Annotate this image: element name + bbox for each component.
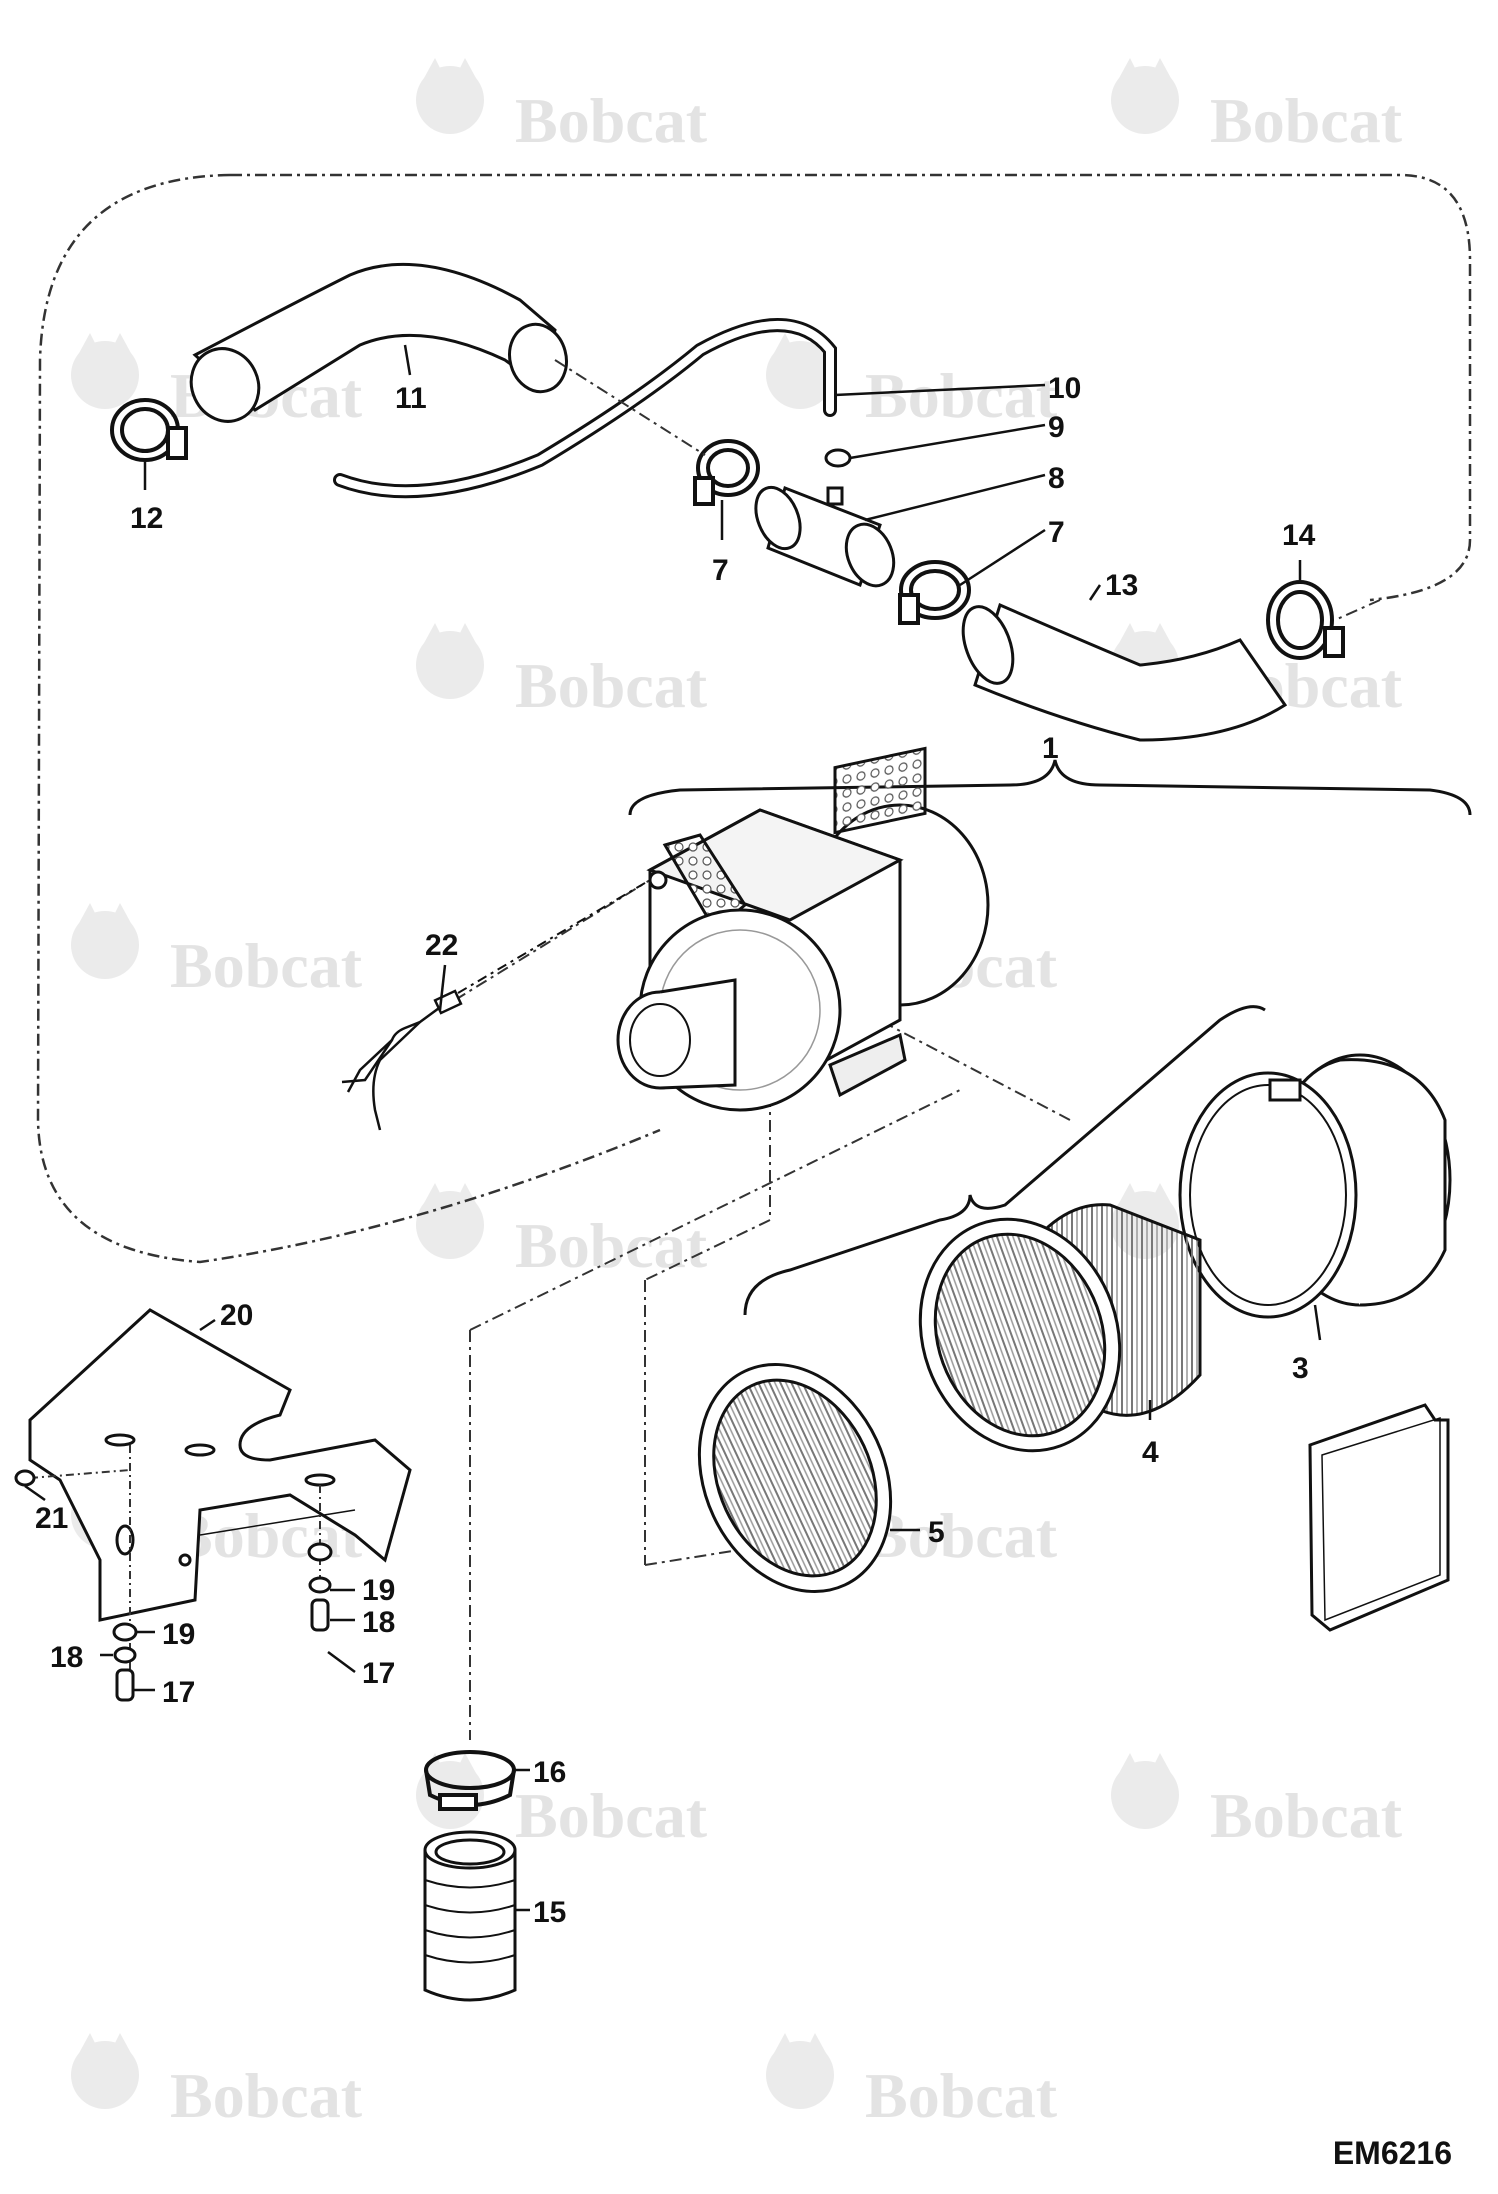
watermark-text: Bobcat — [515, 1210, 708, 1281]
callout-18-right: 18 — [362, 1606, 395, 1639]
callout-14: 14 — [1282, 519, 1316, 552]
assembly-boundary-line — [36, 173, 1472, 1264]
callout-5: 5 — [928, 1516, 945, 1549]
watermark-text: Bobcat — [515, 650, 708, 721]
drawing-code: EM6216 — [1332, 2135, 1452, 2171]
callout-16: 16 — [533, 1756, 566, 1789]
callout-20: 20 — [220, 1299, 253, 1332]
washer-part-19-right — [307, 1542, 333, 1562]
callout-13: 13 — [1105, 569, 1138, 602]
lower-hose-part-13 — [961, 602, 1288, 742]
hose-clamp-part-7-lower — [898, 560, 971, 625]
upper-hose-part-11 — [189, 262, 568, 423]
callout-labels: 1 3 4 5 7 7 8 9 10 11 12 13 14 15 16 17 … — [35, 372, 1316, 1929]
callout-18-left: 18 — [50, 1641, 83, 1674]
assembly-bracket-part-1 — [628, 759, 1472, 816]
washer-part-18-right — [308, 1576, 332, 1594]
bolt-part-17-left — [115, 1668, 135, 1702]
primary-filter-part-4 — [918, 1203, 1202, 1453]
cover-part-3 — [1178, 1053, 1452, 1319]
callout-4: 4 — [1142, 1436, 1159, 1469]
hose-clamp-part-12 — [110, 398, 188, 462]
mounting-bracket-part-20 — [28, 1308, 412, 1622]
callout-19-left: 19 — [162, 1618, 195, 1651]
hardware-fasteners — [14, 1469, 333, 1702]
hose-clamp-part-16 — [424, 1750, 516, 1811]
washer-part-19-left — [112, 1622, 138, 1642]
callout-11: 11 — [395, 382, 427, 415]
safety-filter-part-5 — [697, 1362, 893, 1594]
watermark-text: Bobcat — [865, 360, 1058, 431]
callout-10: 10 — [1048, 372, 1081, 405]
o-ring-part-9 — [824, 448, 852, 468]
watermark-text: Bobcat — [170, 2060, 363, 2131]
callout-17-left: 17 — [162, 1676, 195, 1709]
callout-9: 9 — [1048, 411, 1065, 444]
callout-7-upper: 7 — [712, 554, 729, 587]
sensor-part-22 — [341, 879, 651, 1131]
callout-12: 12 — [130, 502, 163, 535]
callout-8: 8 — [1048, 462, 1065, 495]
cover-plate — [1308, 1403, 1450, 1632]
callout-7-lower: 7 — [1048, 516, 1065, 549]
callout-15: 15 — [533, 1896, 566, 1929]
watermark-text: Bobcat — [170, 930, 363, 1001]
callout-17-right: 17 — [362, 1657, 395, 1690]
watermark-text: Bobcat — [515, 1780, 708, 1851]
watermark-text: Bobcat — [1210, 1780, 1403, 1851]
hose-clamp-part-14 — [1266, 580, 1345, 660]
washer-part-18-left — [113, 1646, 137, 1664]
watermark-text: Bobcat — [515, 85, 708, 156]
corrugated-hose-part-15 — [423, 1830, 517, 2002]
callout-21: 21 — [35, 1502, 68, 1535]
watermark-text: Bobcat — [865, 2060, 1058, 2131]
watermark-text: Bobcat — [1210, 85, 1403, 156]
bolt-part-17-right — [310, 1598, 330, 1632]
leader-lines — [24, 344, 1322, 1912]
callout-3: 3 — [1292, 1352, 1309, 1385]
filter-elements-bracket — [743, 1005, 1266, 1316]
callout-22: 22 — [425, 929, 458, 962]
air-cleaner-housing-part-1 — [616, 746, 990, 1112]
watermark-layer: Bobcat Bobcat Bobcat Bobcat Bobcat Bobca… — [71, 58, 1403, 2131]
callout-19-right: 19 — [362, 1574, 395, 1607]
callout-1: 1 — [1042, 732, 1059, 765]
nut-part-21 — [14, 1469, 36, 1487]
watermark-text: Bobcat — [865, 1500, 1058, 1571]
adapter-tube-part-8 — [754, 485, 896, 588]
hose-clamp-part-7-upper — [693, 439, 760, 506]
